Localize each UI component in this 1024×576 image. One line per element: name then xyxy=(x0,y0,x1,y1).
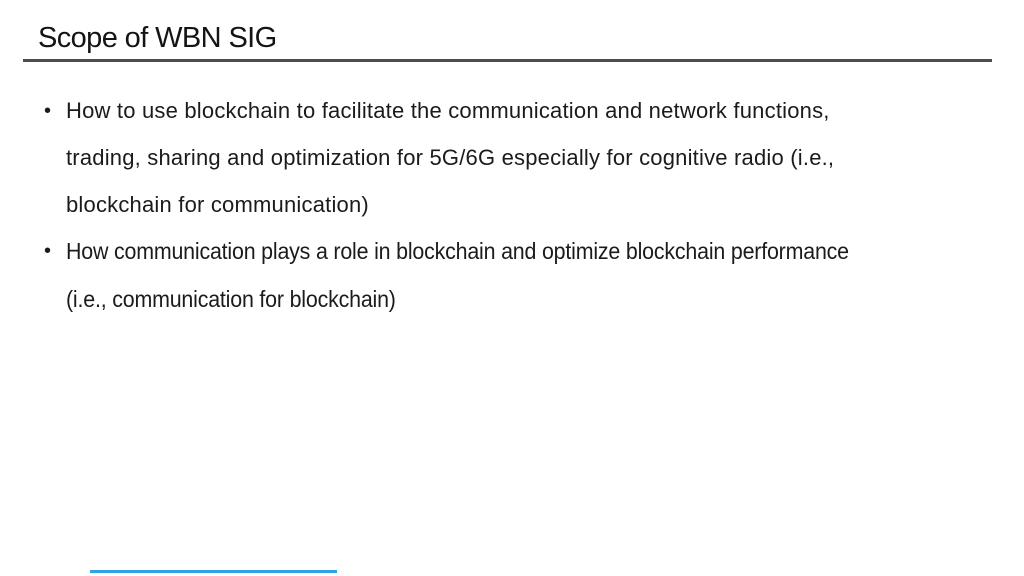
bullet-list: • How to use blockchain to facilitate th… xyxy=(44,88,984,324)
bullet-text-line-content: (i.e., communication for blockchain) xyxy=(66,286,396,313)
bullet-marker: • xyxy=(44,240,52,263)
slide-title: Scope of WBN SIG xyxy=(38,22,277,54)
bullet-item-communication-for-blockchain: • How communication plays a role in bloc… xyxy=(44,228,984,324)
bullet-marker: • xyxy=(44,100,52,122)
bullet-text-line: How to use blockchain to facilitate the … xyxy=(66,88,984,135)
bullet-text-line-content: blockchain for communication) xyxy=(66,191,369,217)
bullet-text-line: trading, sharing and optimization for 5G… xyxy=(66,135,984,182)
bottom-progress-bar xyxy=(90,570,337,573)
title-underline-rule xyxy=(23,59,992,62)
bullet-text-line: (i.e., communication for blockchain) xyxy=(66,276,984,324)
bullet-text-line: blockchain for communication) xyxy=(66,182,984,229)
bullet-text-line: How communication plays a role in blockc… xyxy=(66,228,984,276)
bullet-text-line-content: How to use blockchain to facilitate the … xyxy=(66,98,830,123)
bullet-text-line-content: How communication plays a role in blockc… xyxy=(66,238,849,265)
bullet-text-line-content: trading, sharing and optimization for 5G… xyxy=(66,144,835,170)
bullet-item-blockchain-for-communication: • How to use blockchain to facilitate th… xyxy=(44,88,984,228)
bullet-text: How to use blockchain to facilitate the … xyxy=(66,88,984,228)
bullet-text: How communication plays a role in blockc… xyxy=(66,228,984,324)
